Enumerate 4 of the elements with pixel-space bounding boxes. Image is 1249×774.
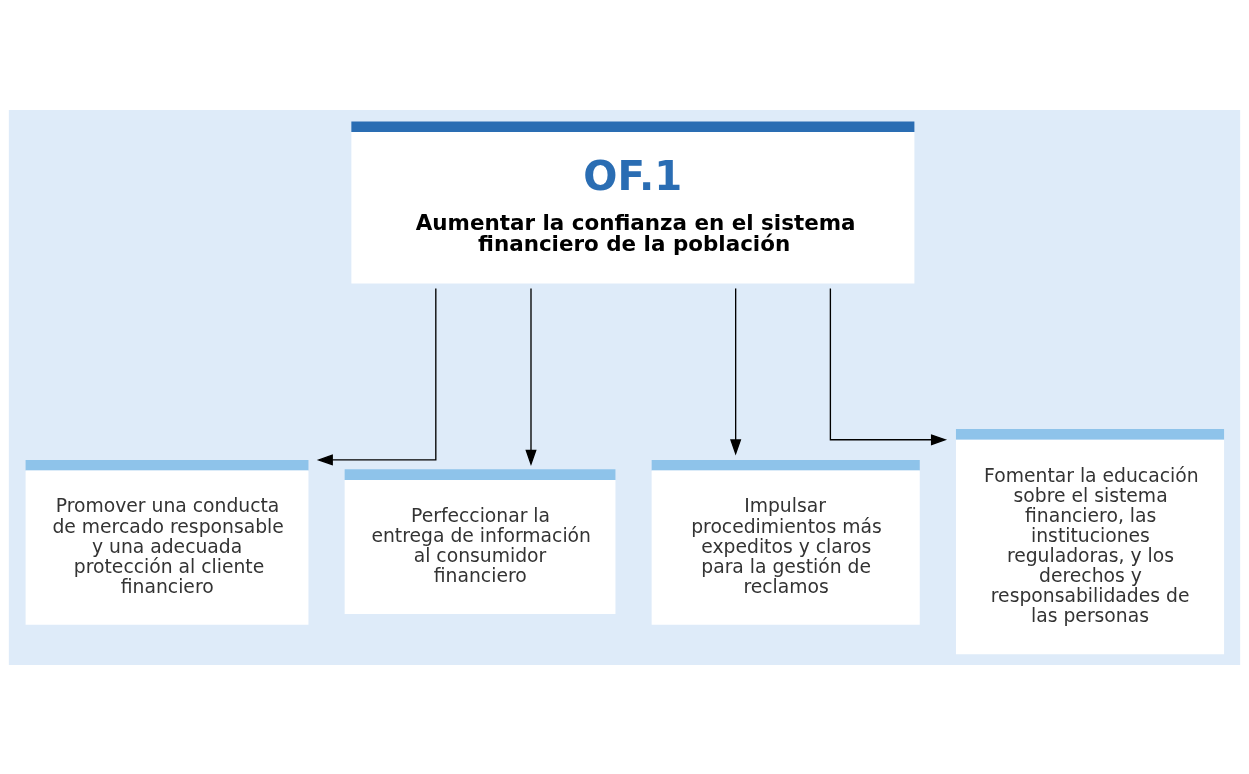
- arrow: [316, 287, 437, 466]
- arrow: [525, 287, 537, 466]
- arrow: [730, 287, 742, 455]
- arrow: [829, 287, 948, 445]
